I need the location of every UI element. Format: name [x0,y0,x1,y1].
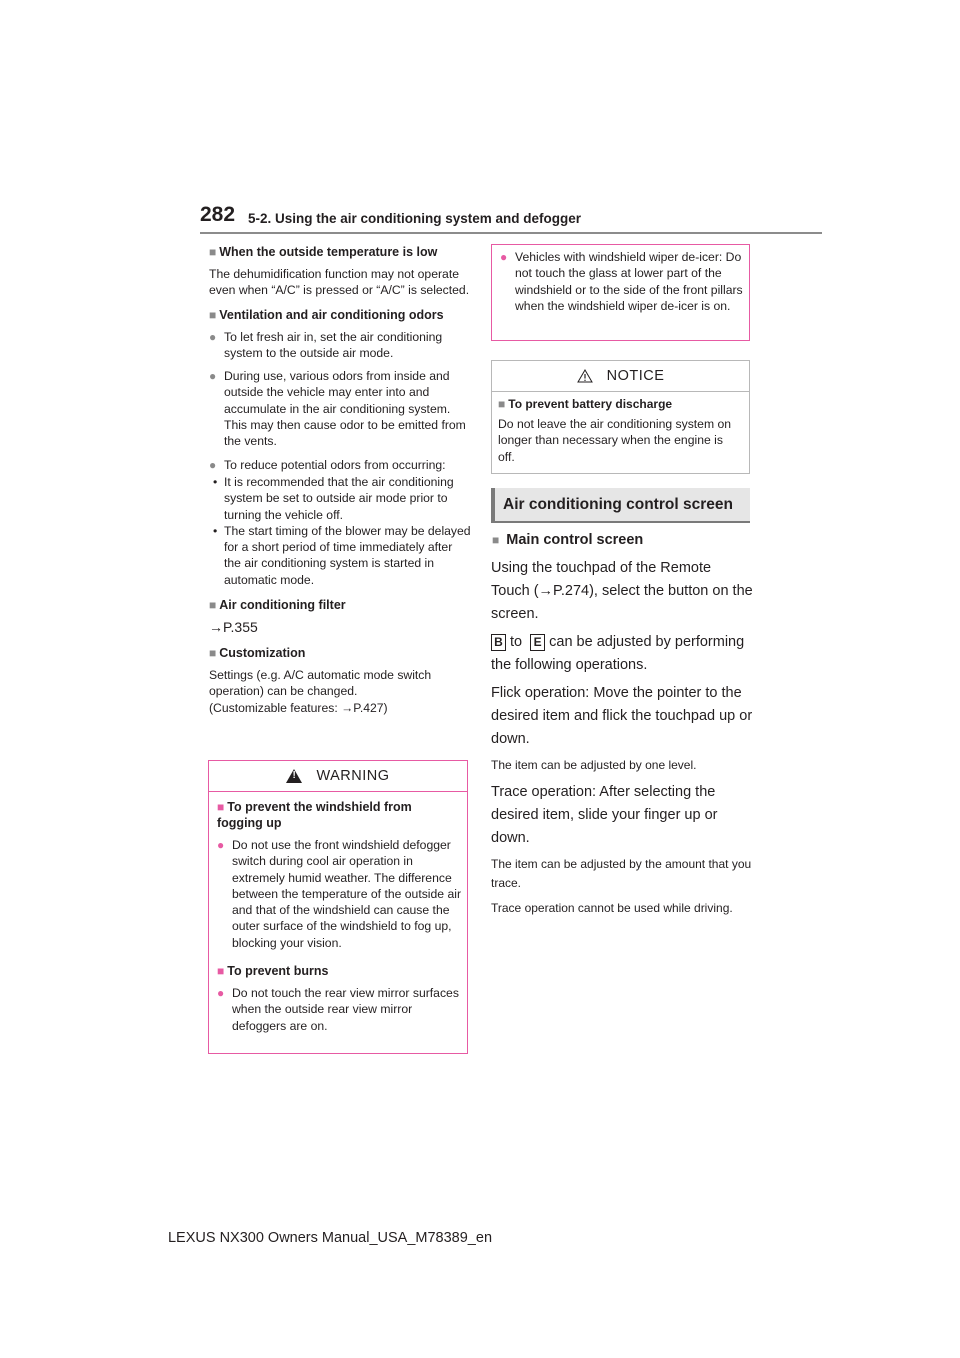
circle-bullet-icon: ● [500,250,508,264]
trace-text: Trace operation: After selecting the des… [491,784,718,846]
notice-triangle-icon [576,369,593,383]
notice-box: NOTICE ■To prevent battery discharge Do … [491,360,750,474]
page-number: 282 [200,203,236,226]
heading-battery: ■To prevent battery discharge [498,397,673,411]
circle-bullet-icon: ● [217,986,225,1001]
notice-title: NOTICE [606,368,665,384]
warning-continuation-box: ●Vehicles with windshield wiper de-icer:… [491,244,750,341]
square-bullet-icon: ■ [209,307,217,322]
filter-page-ref[interactable]: →P.355 [209,619,258,636]
list-item: ●To let fresh air in, set the air condit… [209,329,443,360]
square-bullet-icon: ■ [209,245,217,259]
main-control-content: Using the touchpad of the Remote Touch (… [491,557,753,924]
trace-note-1: The item can be adjusted by the amount t… [491,857,752,890]
section-title: Air conditioning control screen [491,488,750,523]
list-item: ●During use, various odors from inside a… [209,369,466,449]
flick-text: Flick operation: Move the pointer to the… [491,685,753,747]
sub-list-item: •It is recommended that the air conditio… [213,474,454,522]
intro-text: Using the touchpad of the Remote Touch (… [491,560,753,622]
notice-header: NOTICE [492,361,749,392]
square-bullet-icon: ■ [209,598,217,613]
square-bullet-icon: ■ [209,646,217,661]
square-bullet-icon: ■ [498,397,506,411]
heading-ventilation: ■Ventilation and air conditioning odors [209,307,444,322]
battery-text: Do not leave the air conditioning system… [498,417,732,464]
warning-header: WARNING [209,761,467,792]
trace-note-2: Trace operation cannot be used while dri… [491,901,733,915]
circle-bullet-icon: ● [209,369,217,384]
list-item: ●Do not use the front windshield defogge… [217,838,461,950]
outside-temp-text: The dehumidification function may not op… [209,267,470,298]
heading-filter: ■Air conditioning filter [209,598,346,613]
heading-outside-temp: ■When the outside temperature is low [209,245,438,259]
heading-burns: ■To prevent burns [217,964,329,979]
square-bullet-icon: ■ [217,800,225,814]
section-header: 5-2. Using the air conditioning system a… [248,211,582,226]
warning-box: WARNING ■To prevent the windshield from … [208,760,468,1054]
square-bullet-icon: ■ [217,964,225,979]
flick-note: The item can be adjusted by one level. [491,758,697,772]
square-bullet-icon: ■ [492,533,500,547]
header-rule [200,232,822,234]
left-column: ■When the outside temperature is low The… [209,244,471,724]
circle-bullet-icon: ● [217,838,225,852]
footer: LEXUS NX300 Owners Manual_USA_M78389_en [167,1230,493,1246]
heading-main-control: ■ Main control screen [492,532,644,548]
heading-customization: ■Customization [209,646,306,661]
customization-text: Settings (e.g. A/C automatic mode switch… [209,668,432,699]
sub-list-item: •The start timing of the blower may be d… [213,523,471,587]
badge-e: E [530,633,546,651]
circle-bullet-icon: ● [209,329,217,344]
warning-triangle-icon [286,769,303,783]
warning-title: WARNING [316,768,390,784]
customization-ref[interactable]: (Customizable features: →P.427) [209,700,388,715]
list-item: ●Vehicles with windshield wiper de-icer:… [500,250,743,313]
list-item: ●To reduce potential odors from occurrin… [209,457,446,472]
list-item: ●Do not touch the rear view mirror surfa… [217,986,459,1033]
heading-fog: ■To prevent the windshield from fogging … [217,800,412,830]
badge-b: B [491,633,506,651]
circle-bullet-icon: ● [209,457,217,472]
